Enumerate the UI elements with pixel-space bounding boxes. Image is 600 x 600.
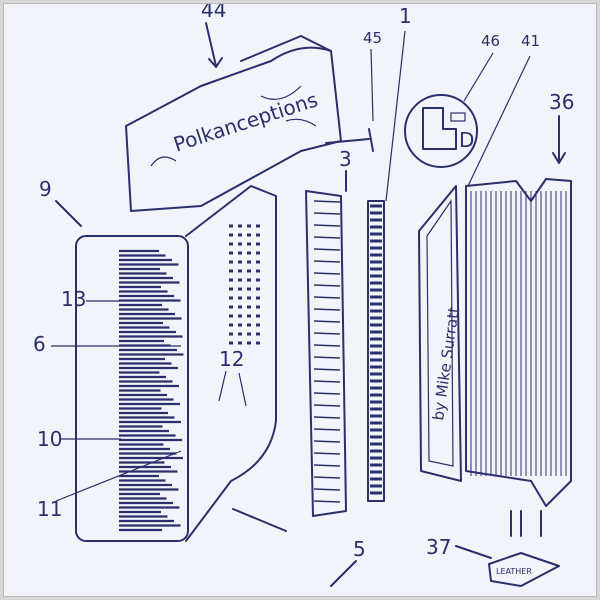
reed-block-3 (305, 190, 347, 517)
reed-slot (313, 308, 341, 311)
reed-slot (313, 344, 341, 347)
part-number-41: 41 (521, 32, 540, 50)
reed-slot (313, 464, 341, 467)
reed-slot (313, 356, 341, 359)
reed-slot (313, 296, 341, 299)
part-number-36: 36 (549, 90, 574, 114)
reed-slot (313, 404, 341, 407)
part-number-9: 9 (39, 177, 52, 201)
part-number-5: 5 (353, 537, 366, 561)
reed-slot (313, 368, 341, 371)
banner-text: Polkanceptions (171, 87, 321, 156)
reed-slot (313, 320, 341, 323)
keyboard-body-9 (75, 235, 189, 542)
strap-pin (232, 508, 287, 532)
reed-slot (313, 380, 341, 383)
reed-slot (313, 332, 341, 335)
reed-slot (313, 428, 341, 431)
part-number-10: 10 (37, 427, 62, 451)
inset-letter: D (459, 128, 474, 152)
part-number-37: 37 (426, 535, 451, 559)
reed-slot (313, 392, 341, 395)
reed-slot (313, 284, 341, 287)
reed-slot (313, 200, 341, 203)
part-number-11: 11 (37, 497, 62, 521)
reed-slot (313, 452, 341, 455)
diagram-page: Polkanceptions 44 45 1 3 46 41 D by Mike… (3, 3, 597, 597)
reed-slot (313, 224, 341, 227)
leather-label: LEATHER (496, 567, 532, 576)
reed-slot (313, 476, 341, 479)
part-number-1: 1 (399, 4, 412, 28)
accordion-exploded-diagram: Polkanceptions 44 45 1 3 46 41 D by Mike… (33, 4, 574, 587)
reed-strip-1 (367, 200, 385, 502)
credit-text: by Mike Surratt (429, 306, 463, 422)
pin-45 (325, 128, 374, 152)
bellows-frame-41: by Mike Surratt (418, 185, 463, 482)
leather-tag-37: LEATHER (488, 552, 560, 587)
reed-slot (313, 272, 341, 275)
part-number-13: 13 (61, 287, 86, 311)
reed-slot (313, 248, 341, 251)
part-number-3: 3 (339, 147, 352, 171)
part-number-6: 6 (33, 332, 46, 356)
reed-slot (313, 416, 341, 419)
part-number-12: 12 (219, 347, 244, 371)
bellows-36 (465, 178, 572, 537)
reed-slot (313, 260, 341, 263)
arrow-44 (205, 22, 223, 68)
reed-slot (313, 236, 341, 239)
reed-slot (313, 500, 341, 503)
grille-housing (185, 185, 277, 542)
reed-slot (313, 440, 341, 443)
reed-slot (313, 212, 341, 215)
part-number-44: 44 (201, 4, 226, 22)
part-number-46: 46 (481, 32, 500, 50)
part-number-45: 45 (363, 29, 382, 47)
reed-slot (313, 488, 341, 491)
detail-inset-46: D (404, 94, 478, 168)
grille-banner: Polkanceptions (125, 35, 342, 212)
